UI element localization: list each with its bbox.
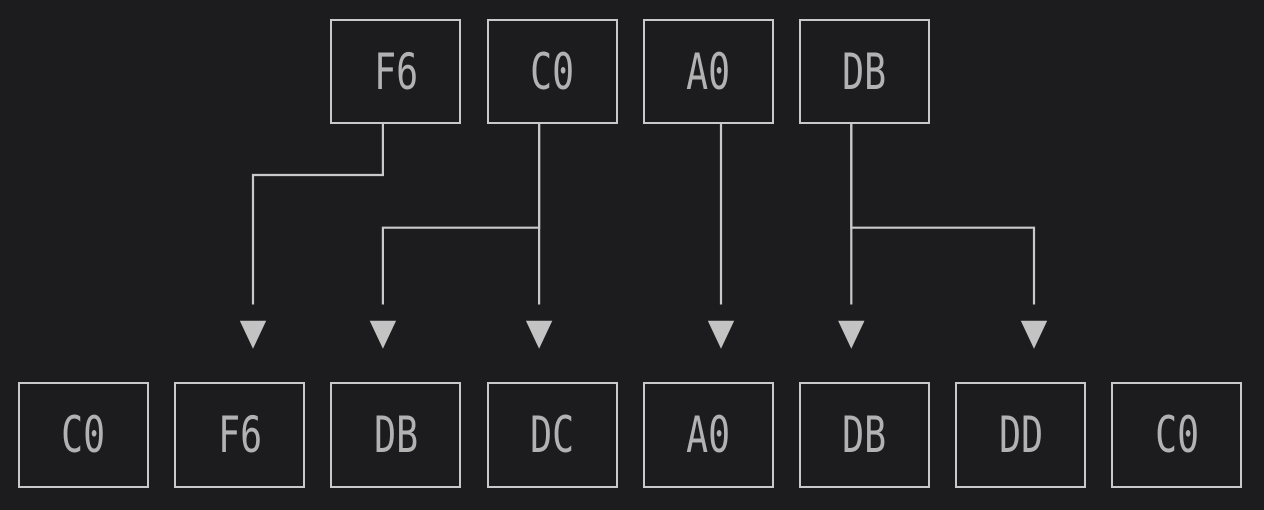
bottom-node-6: DD	[955, 382, 1087, 488]
arrowhead-icon	[1020, 320, 1048, 349]
edge-top1-bottom2	[381, 124, 541, 305]
arrowhead-icon	[239, 320, 267, 349]
node-label: DB	[842, 406, 887, 464]
bottom-node-1: F6	[174, 382, 306, 488]
bottom-node-4: A0	[642, 382, 774, 488]
node-label: DB	[842, 42, 887, 101]
top-node-3: DB	[799, 19, 930, 124]
arrowhead-icon	[525, 320, 553, 349]
bottom-node-0: C0	[18, 382, 149, 488]
bottom-node-3: DC	[486, 382, 618, 488]
node-label: F6	[217, 406, 262, 464]
node-label: F6	[373, 42, 418, 101]
node-label: DB	[373, 406, 418, 464]
bottom-node-5: DB	[799, 382, 930, 488]
node-label: C0	[530, 42, 575, 101]
node-label: A0	[686, 406, 731, 464]
edge-top3-bottom6	[850, 124, 1036, 305]
top-node-2: A0	[642, 19, 774, 124]
node-label: DC	[530, 406, 575, 464]
arrowhead-icon	[707, 320, 735, 349]
edge-top0-bottom1	[251, 124, 384, 305]
node-label: A0	[686, 42, 731, 101]
arrowhead-icon	[838, 320, 865, 349]
bottom-node-7: C0	[1111, 382, 1243, 488]
bottom-node-2: DB	[330, 382, 462, 488]
arrowhead-icon	[369, 320, 397, 349]
node-label: C0	[1154, 406, 1199, 464]
node-label: C0	[61, 406, 106, 464]
top-node-0: F6	[330, 19, 462, 124]
node-label: DD	[998, 406, 1043, 464]
top-node-1: C0	[486, 19, 618, 124]
